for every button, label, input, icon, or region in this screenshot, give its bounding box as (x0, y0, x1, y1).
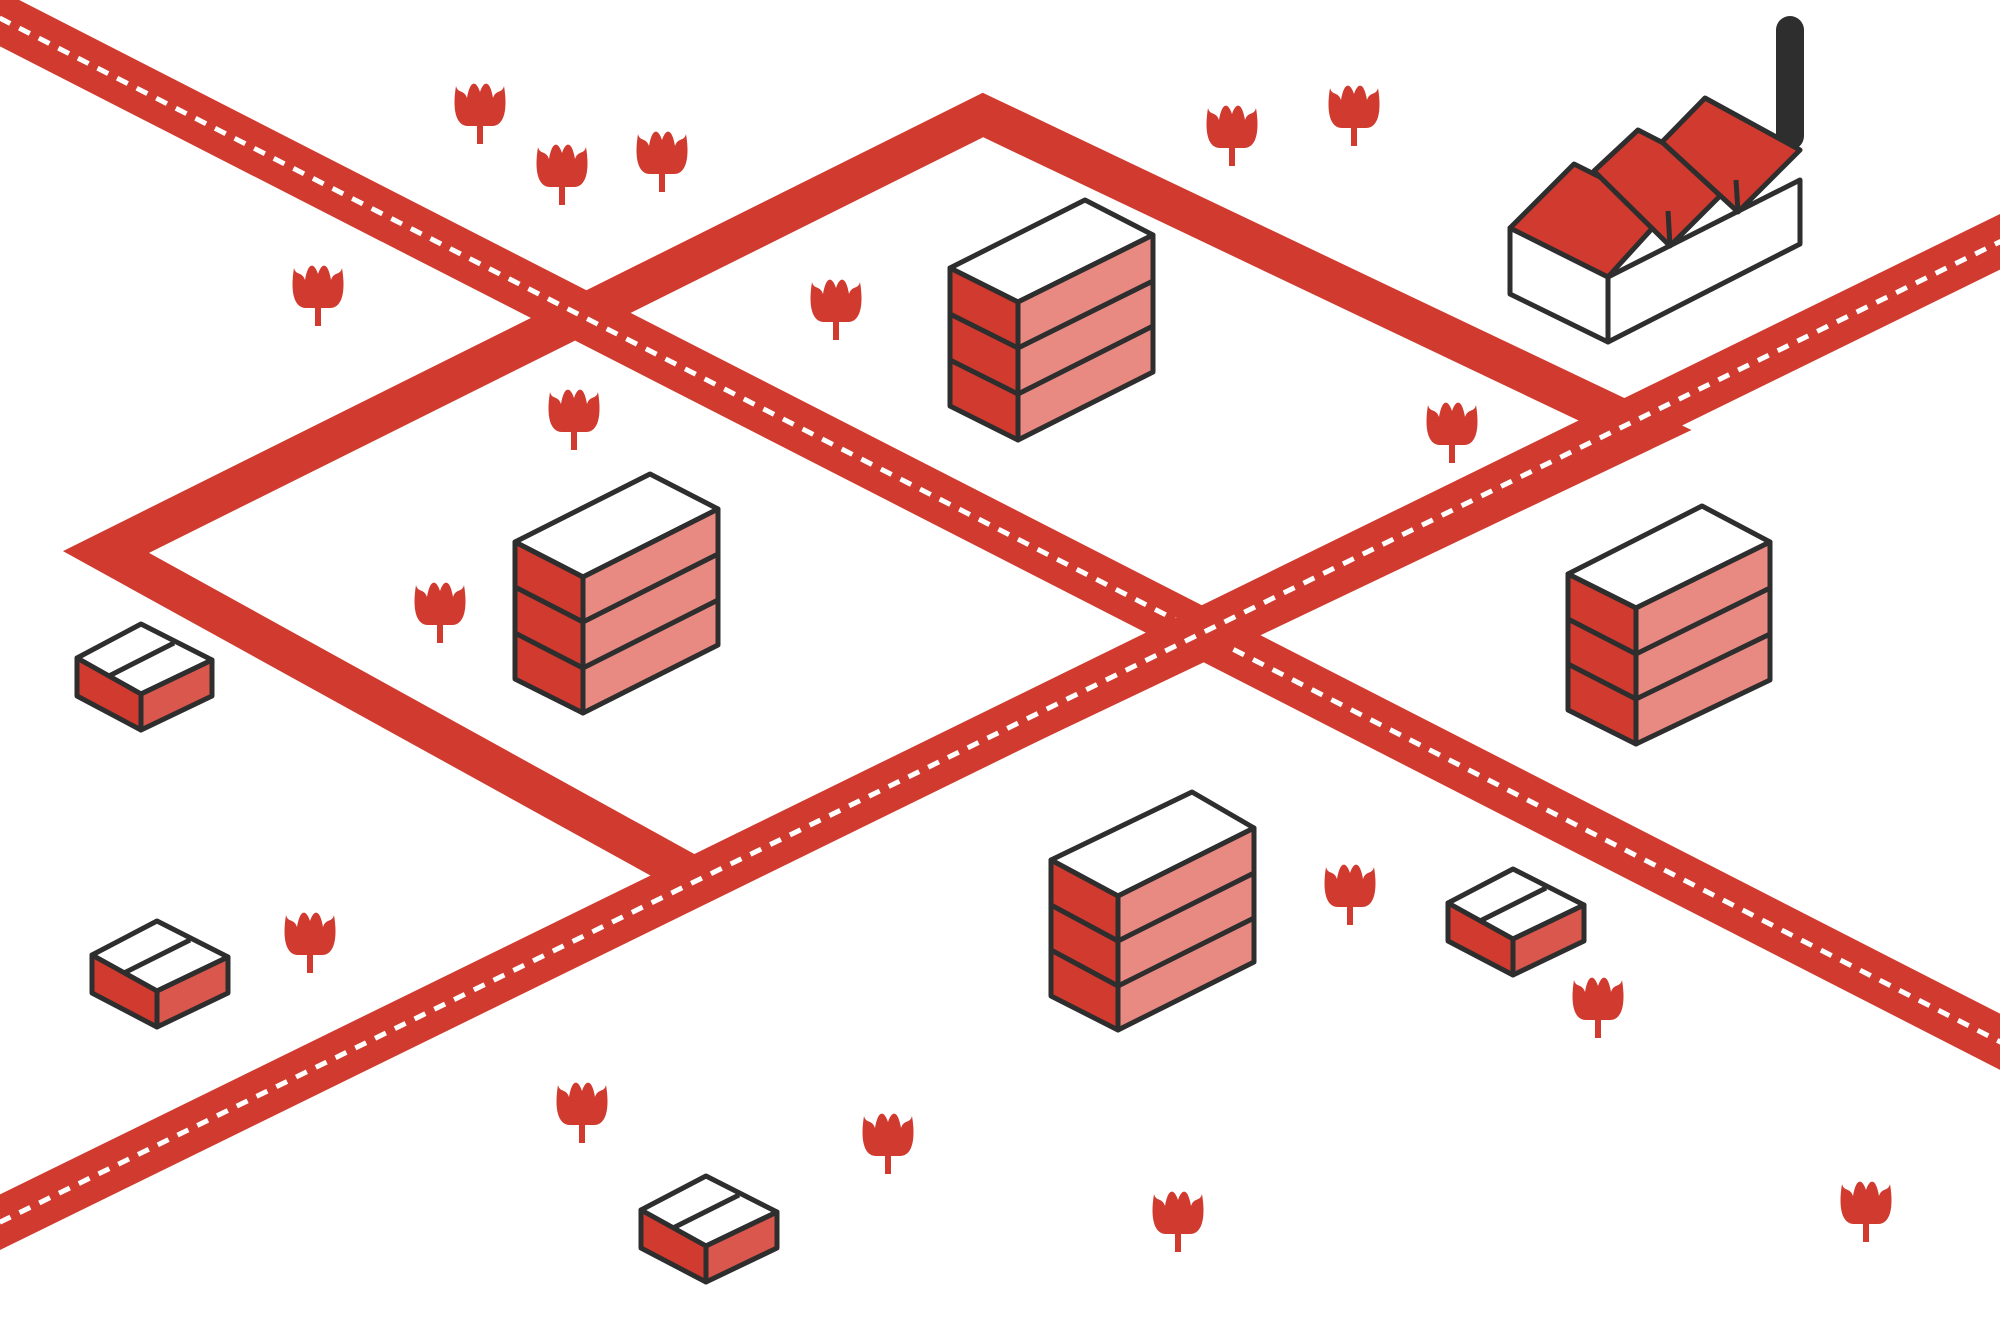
tall-buildings (512, 197, 1773, 1033)
tree (1426, 402, 1478, 463)
tree (1206, 105, 1258, 166)
low-building-3 (1445, 866, 1587, 978)
chimney (1776, 16, 1804, 150)
tree (536, 144, 588, 205)
tree (810, 279, 862, 340)
tall-building-1 (947, 197, 1156, 443)
tree (284, 912, 336, 973)
tree (414, 582, 466, 643)
factory (1507, 16, 1804, 345)
low-buildings (74, 621, 1587, 1285)
tree (454, 83, 506, 144)
tree (636, 131, 688, 192)
low-building-2 (89, 918, 231, 1030)
tree (1328, 85, 1380, 146)
road-southwest-northeast (0, 213, 2000, 1251)
tree (548, 389, 600, 450)
road-northwest-southeast (0, 0, 2000, 1070)
tree (1152, 1191, 1204, 1252)
tree (1840, 1181, 1892, 1242)
tall-building-4 (1048, 789, 1257, 1033)
tree (1324, 864, 1376, 925)
low-building-4 (638, 1173, 780, 1285)
tall-building-2 (512, 471, 721, 716)
tree (1572, 977, 1624, 1038)
tree (862, 1113, 914, 1174)
tree (556, 1082, 608, 1143)
tall-building-3 (1565, 503, 1773, 747)
low-building-1 (74, 621, 215, 733)
tree (292, 265, 344, 326)
